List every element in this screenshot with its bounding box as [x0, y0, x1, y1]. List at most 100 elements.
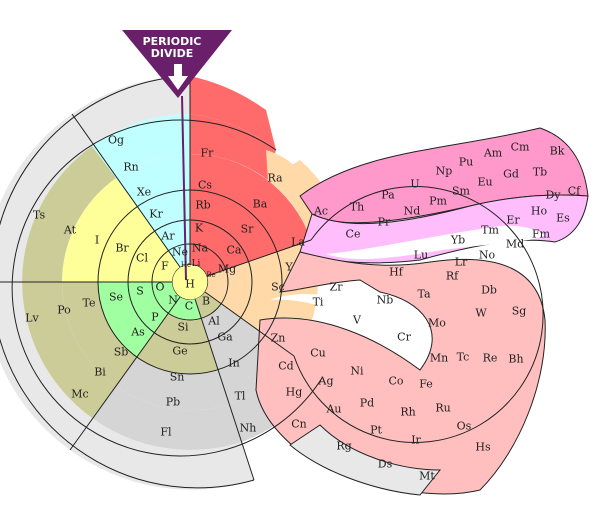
- sector-al: [201, 304, 240, 341]
- element-fl: Fl: [160, 426, 172, 439]
- sector-sb-te: [62, 282, 137, 386]
- element-al: Al: [207, 315, 220, 328]
- sector-i: [62, 178, 137, 282]
- element-cs: Cs: [198, 179, 212, 192]
- element-pm: Pm: [429, 195, 447, 208]
- element-lr: Lr: [455, 256, 468, 269]
- element-pb: Pb: [166, 396, 180, 409]
- extended-bands: [255, 127, 589, 496]
- element-rg: Rg: [336, 440, 351, 453]
- element-mg: Mg: [218, 263, 236, 276]
- element-te: Te: [83, 297, 96, 310]
- radial-edge-nw: [71, 113, 181, 268]
- element-xe: Xe: [137, 186, 151, 199]
- radial-edge-se: [204, 291, 295, 357]
- sector-f: [152, 251, 180, 282]
- ring-edge-5: [293, 185, 544, 443]
- element-fm: Fm: [532, 228, 551, 241]
- element-na: Na: [192, 242, 209, 255]
- radial-edge-e: [206, 239, 312, 277]
- sector-be: [205, 270, 229, 304]
- element-md: Md: [506, 238, 524, 251]
- element-in: In: [228, 357, 239, 370]
- element-po: Po: [57, 304, 71, 317]
- sector-p-s: [127, 282, 168, 333]
- element-re: Re: [483, 352, 498, 365]
- sector-na: [190, 219, 249, 270]
- sector-br: [98, 207, 154, 282]
- element-co: Co: [388, 375, 403, 388]
- element-db: Db: [481, 284, 497, 297]
- sector-kr: [137, 190, 190, 231]
- sector-og: [72, 76, 190, 146]
- element-pu: Pu: [459, 156, 474, 169]
- element-np: Np: [436, 165, 453, 178]
- element-ds: Ds: [378, 458, 393, 471]
- band-lanthanides: [299, 194, 589, 264]
- element-bh: Bh: [508, 353, 523, 366]
- element-er: Er: [506, 214, 520, 227]
- sector-k: [190, 190, 277, 262]
- element-rn: Rn: [123, 161, 138, 174]
- element-o: O: [155, 281, 164, 294]
- element-tl: Tl: [235, 390, 246, 403]
- element-mo: Mo: [428, 317, 446, 330]
- element-br: Br: [115, 242, 129, 255]
- element-mt: Mt: [419, 470, 435, 483]
- sector-xe: [116, 154, 190, 207]
- element-ir: Ir: [411, 434, 421, 447]
- element-fr: Fr: [201, 147, 215, 160]
- element-ce: Ce: [346, 228, 361, 241]
- element-h: H: [185, 278, 195, 291]
- element-th: Th: [350, 201, 364, 214]
- element-kr: Kr: [149, 208, 163, 221]
- element-zn: Zn: [271, 332, 286, 345]
- element-nh: Nh: [240, 422, 257, 435]
- element-ga: Ga: [217, 331, 233, 344]
- element-w: W: [475, 307, 487, 320]
- element-tm: Tm: [481, 224, 499, 237]
- sector-as-se: [98, 282, 154, 357]
- element-pa: Pa: [381, 189, 395, 202]
- element-ar: Ar: [160, 230, 175, 243]
- gap-lower: [270, 294, 420, 360]
- element-zr: Zr: [330, 281, 344, 294]
- element-og: Og: [108, 134, 124, 147]
- element-ne: Ne: [172, 246, 188, 259]
- element-ac: Ac: [313, 205, 328, 218]
- element-ca: Ca: [227, 244, 242, 257]
- element-hf: Hf: [389, 266, 404, 279]
- element-yb: Yb: [450, 234, 465, 247]
- element-rb: Rb: [195, 199, 210, 212]
- divide-label-line-1: PERIODIC: [143, 35, 202, 48]
- sector-cs: [190, 114, 276, 180]
- ring-edge-7: [0, 75, 255, 489]
- element-tb: Tb: [533, 166, 547, 179]
- element-bi: Bi: [94, 366, 106, 379]
- element-hs: Hs: [475, 441, 491, 454]
- element-pr: Pr: [378, 216, 391, 229]
- element-b: B: [202, 295, 210, 308]
- band-superheavy: [289, 424, 442, 496]
- element-cr: Cr: [397, 331, 411, 344]
- element-p: P: [151, 311, 159, 324]
- sector-mg: [222, 262, 253, 318]
- element-ts: Ts: [33, 209, 46, 222]
- element-dy: Dy: [545, 189, 561, 202]
- element-mc: Mc: [71, 388, 88, 401]
- element-os: Os: [457, 420, 472, 433]
- element-lv: Lv: [25, 312, 39, 325]
- element-li: Li: [192, 259, 201, 269]
- element-hg: Hg: [286, 386, 303, 399]
- element-sm: Sm: [452, 185, 471, 198]
- spiral-rings: [0, 76, 345, 490]
- element-ba: Ba: [253, 198, 268, 211]
- element-he: He: [181, 261, 191, 269]
- element-sb: Sb: [114, 346, 129, 359]
- sector-b: [195, 292, 222, 319]
- sector-ga: [208, 318, 264, 370]
- element-au: Au: [325, 403, 341, 416]
- element-pt: Pt: [370, 424, 382, 437]
